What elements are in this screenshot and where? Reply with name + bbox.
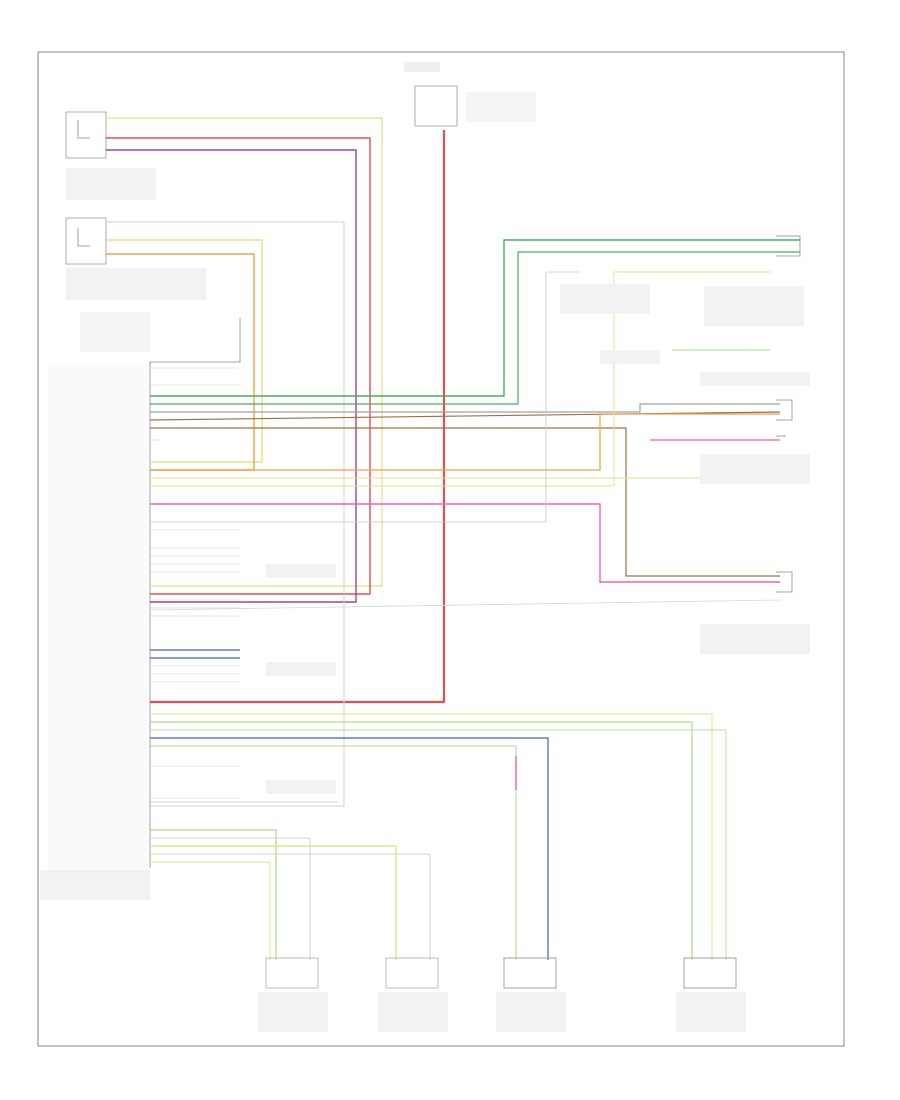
wire-module-gray-2 (150, 271, 580, 523)
wire-lf-gray (106, 221, 345, 807)
top-connector (404, 62, 536, 127)
wire-rr-green (150, 729, 727, 960)
wire-module-brown (149, 411, 781, 421)
wire-module-yellow-2 (150, 271, 770, 487)
wire-rr-green-2 (150, 745, 517, 960)
module (40, 318, 241, 900)
wire-module-orange (150, 413, 780, 471)
right-connector-ends (776, 235, 801, 593)
wire-lf-yellow (106, 239, 263, 463)
lf-strut (258, 957, 328, 1032)
wire-rr-blue (150, 737, 549, 960)
wire-module-gray-1 (150, 403, 780, 413)
wire-rf-yellow (106, 117, 383, 587)
rr-strut (676, 957, 746, 1032)
right-side-labels (266, 284, 810, 794)
wire-lf-strut-3 (150, 861, 271, 960)
wire-module-gray-3 (149, 599, 781, 611)
wire-rf-purple (106, 149, 357, 603)
wire-lr-green (150, 721, 693, 960)
wire-module-pink (150, 503, 780, 583)
diagram-frame (37, 51, 845, 1047)
wire-module-brown-2 (150, 427, 780, 577)
wire-red-power (150, 130, 446, 704)
wire-rf-red (106, 137, 371, 595)
lr-strut (496, 957, 566, 1032)
right-front-sensor (65, 111, 156, 200)
pin-rows (150, 367, 240, 799)
wire-lr-yellow (150, 713, 713, 960)
wire-rf-strut-2 (150, 853, 431, 960)
wire-module-green-1 (150, 239, 800, 397)
wire-lf-strut-2 (150, 837, 311, 960)
left-front-sensor (65, 217, 206, 300)
wire-lf-strut-1 (150, 829, 277, 960)
wire-module-green-2 (150, 251, 800, 405)
rf-strut (378, 957, 448, 1032)
wire-rf-strut-1 (150, 845, 397, 960)
